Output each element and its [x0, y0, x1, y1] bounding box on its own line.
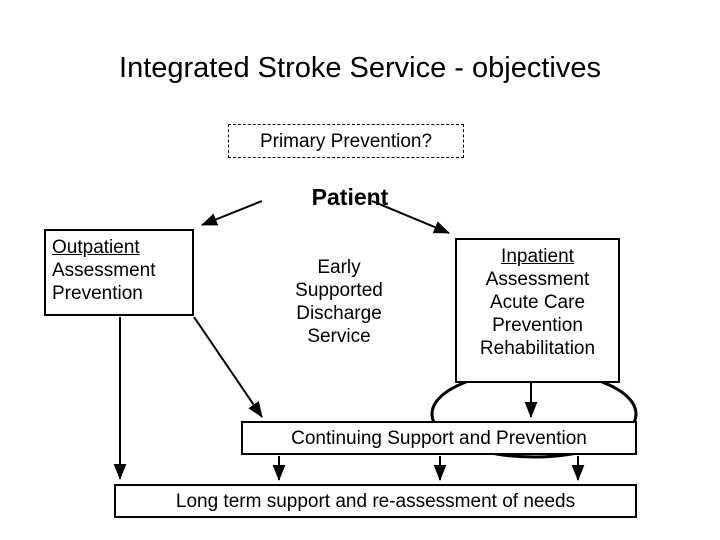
arrow-outpatient-to-continuing-support: [193, 316, 263, 418]
inpatient-line-3: Prevention: [492, 315, 583, 336]
node-outpatient[interactable]: Outpatient Assessment Prevention: [44, 229, 194, 316]
inpatient-line-2: Acute Care: [489, 292, 586, 313]
esd-line-1: Early: [317, 257, 361, 278]
node-inpatient[interactable]: Inpatient Assessment Acute Care Preventi…: [455, 238, 620, 383]
inpatient-line-4: Rehabilitation: [479, 338, 596, 359]
primary-prevention-label: Primary Prevention?: [259, 131, 433, 152]
long-term-support-label: Long term support and re-assessment of n…: [175, 491, 576, 512]
inpatient-line-1: Assessment: [485, 269, 590, 290]
node-continuing-support[interactable]: Continuing Support and Prevention: [241, 421, 637, 455]
inpatient-heading: Inpatient: [501, 246, 574, 267]
arrow-patient-to-inpatient: [371, 200, 450, 234]
outpatient-heading: Outpatient: [52, 237, 140, 258]
continuing-support-label: Continuing Support and Prevention: [291, 428, 587, 449]
node-patient: Patient: [250, 186, 450, 214]
node-early-supported-discharge: Early Supported Discharge Service: [254, 256, 424, 366]
node-long-term-support[interactable]: Long term support and re-assessment of n…: [114, 484, 637, 518]
page-title: Integrated Stroke Service - objectives: [119, 52, 601, 84]
esd-line-2: Supported: [295, 280, 383, 301]
esd-line-3: Discharge: [296, 303, 382, 324]
node-primary-prevention[interactable]: Primary Prevention?: [228, 124, 464, 158]
patient-label: Patient: [311, 184, 389, 210]
outpatient-line-2: Prevention: [52, 283, 143, 304]
esd-line-4: Service: [307, 326, 371, 347]
outpatient-line-1: Assessment: [52, 260, 156, 281]
arrow-patient-to-outpatient: [201, 200, 263, 226]
